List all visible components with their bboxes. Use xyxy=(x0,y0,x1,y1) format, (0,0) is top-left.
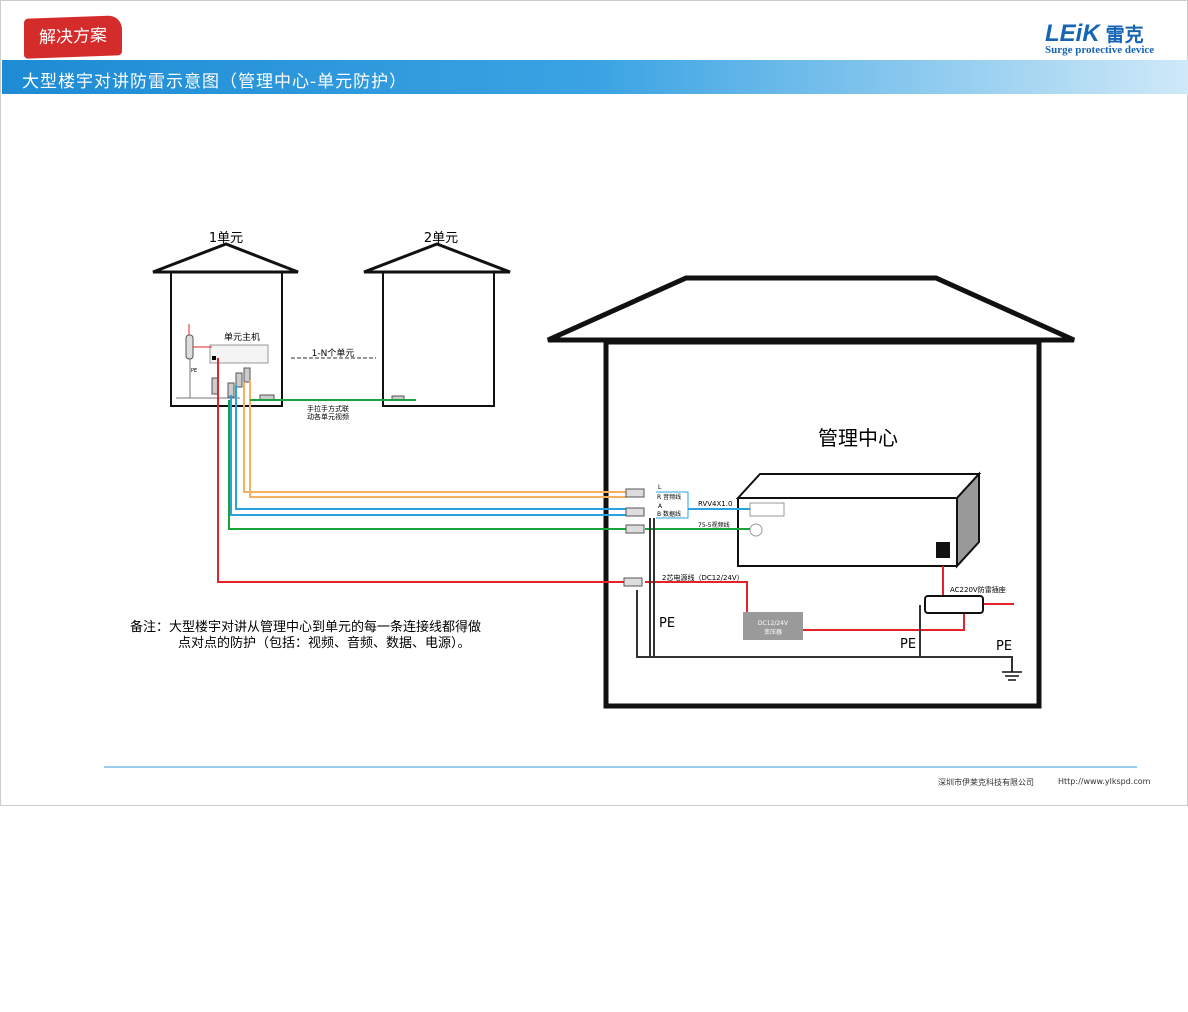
unit-host-label: 单元主机 xyxy=(224,331,260,343)
rvv-label: RVV4X1.0 xyxy=(698,500,732,508)
logo-cn: 雷克 xyxy=(1105,24,1144,46)
management-building xyxy=(546,275,1076,709)
line-r: R 音频线 xyxy=(657,493,681,501)
logo-brand: LEiK xyxy=(1045,20,1100,47)
line-b: B 数据线 xyxy=(657,510,681,518)
pe-label-small: PE xyxy=(191,368,197,374)
power-spd xyxy=(623,577,643,587)
power-spd xyxy=(185,334,194,360)
line-a: A xyxy=(658,503,663,510)
unit1-label: 1单元 xyxy=(209,231,243,246)
socket-label: AC220V防雷插座 xyxy=(950,585,1006,594)
video-note-2: 动各单元视频 xyxy=(307,412,349,421)
video-cable-label: 75-5视频线 xyxy=(698,521,730,529)
management-host xyxy=(735,471,982,569)
video-note-1: 手拉手方式联 xyxy=(307,404,349,413)
ground-icon xyxy=(1002,671,1022,681)
center-label: 管理中心 xyxy=(818,426,898,450)
pe-label: PE xyxy=(900,637,916,652)
transformer-label-1: DC12/24V xyxy=(758,620,789,627)
footer-url[interactable]: Http://www.ylkspd.com xyxy=(1058,777,1151,786)
spd-small xyxy=(243,367,251,383)
pe-label: PE xyxy=(659,616,675,631)
spd-small xyxy=(227,382,235,398)
data-spd xyxy=(625,507,645,517)
transformer-label-2: 变压器 xyxy=(764,628,782,636)
logo-sub: Surge protective device xyxy=(1045,44,1155,56)
footer-company: 深圳市伊莱克科技有限公司 xyxy=(938,778,1034,787)
unit2-building xyxy=(363,242,511,407)
n-units-label: 1-N个单元 xyxy=(312,347,355,359)
video-spd xyxy=(625,524,645,534)
page-title: 大型楼宇对讲防雷示意图（管理中心-单元防护） xyxy=(22,72,408,92)
power-port xyxy=(936,542,950,558)
transformer xyxy=(743,612,803,640)
power-cable-label: 2芯电源线（DC12/24V） xyxy=(662,573,744,582)
spd-small xyxy=(235,372,243,388)
audio-spd xyxy=(625,488,645,498)
unit2-label: 2单元 xyxy=(424,231,458,246)
ac220-socket xyxy=(924,595,984,614)
host-port xyxy=(212,356,216,360)
note-line-2: 点对点的防护（包括：视频、音频、数据、电源）。 xyxy=(178,635,471,651)
cables xyxy=(217,358,1014,672)
title-bar: 大型楼宇对讲防雷示意图（管理中心-单元防护） xyxy=(2,60,1188,94)
unit1-building xyxy=(152,242,299,407)
line-l: L xyxy=(658,484,662,491)
pe-label: PE xyxy=(996,639,1012,654)
note-line-1: 备注：大型楼宇对讲从管理中心到单元的每一条连接线都得做 xyxy=(130,619,481,635)
unit-host xyxy=(209,344,269,364)
